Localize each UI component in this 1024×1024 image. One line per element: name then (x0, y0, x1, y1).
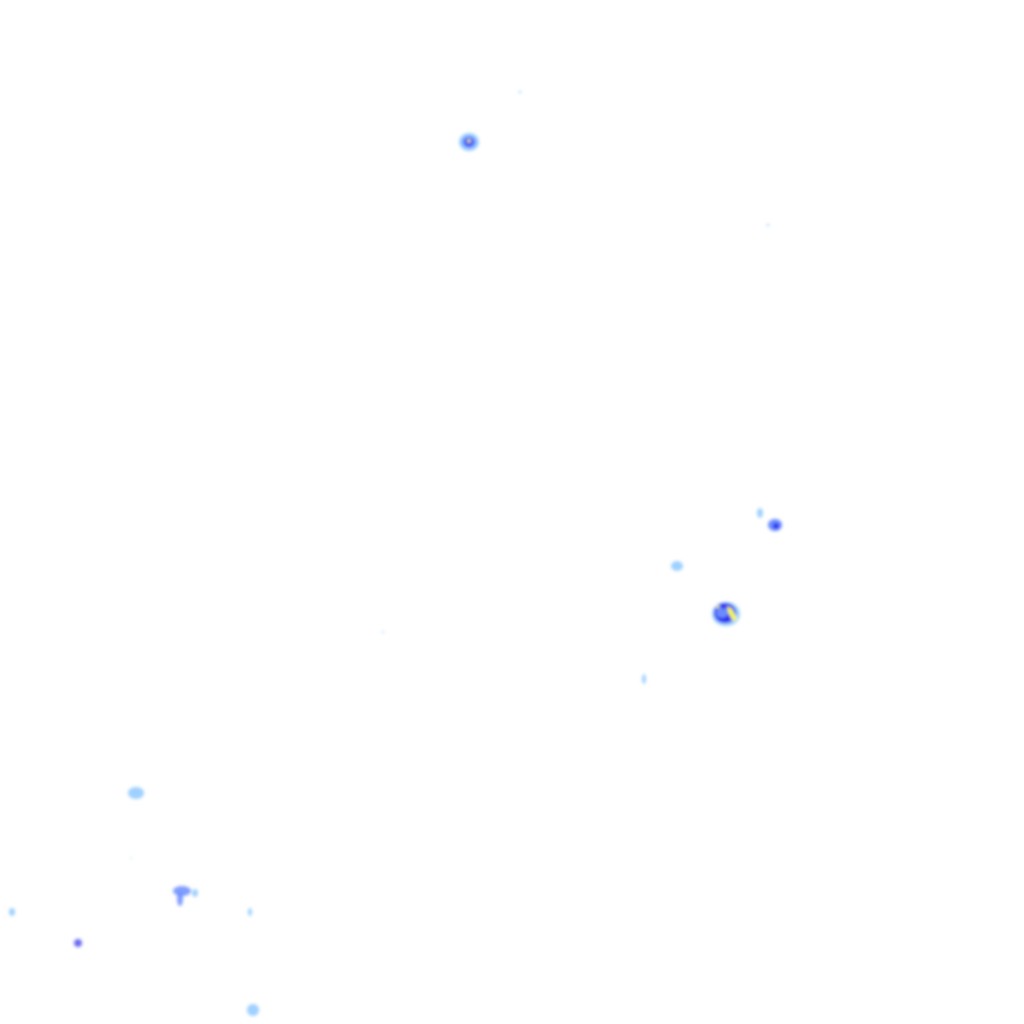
rain-cell-light (671, 561, 683, 571)
rain-speck (766, 223, 770, 227)
rain-cell-moderate (173, 886, 191, 896)
rain-cell-light (642, 674, 646, 684)
rain-cell-light (248, 908, 252, 916)
rain-speck (518, 90, 522, 94)
rain-speck (130, 857, 132, 859)
rain-cell-heavy (74, 939, 82, 947)
rain-cell-light (757, 508, 763, 518)
rain-cell-light (192, 889, 198, 897)
rain-cell-light (9, 908, 15, 916)
rain-cell-light (247, 1004, 259, 1016)
rain-cell-intense (727, 606, 737, 621)
rain-cell-heavy (773, 523, 779, 529)
rain-cell-intense (467, 139, 471, 143)
rain-cell-moderate (177, 892, 183, 906)
rain-cell-moderate (716, 608, 728, 618)
rain-speck (381, 631, 385, 633)
rain-cell-light (128, 787, 144, 799)
rain-cell-intense (716, 605, 720, 609)
